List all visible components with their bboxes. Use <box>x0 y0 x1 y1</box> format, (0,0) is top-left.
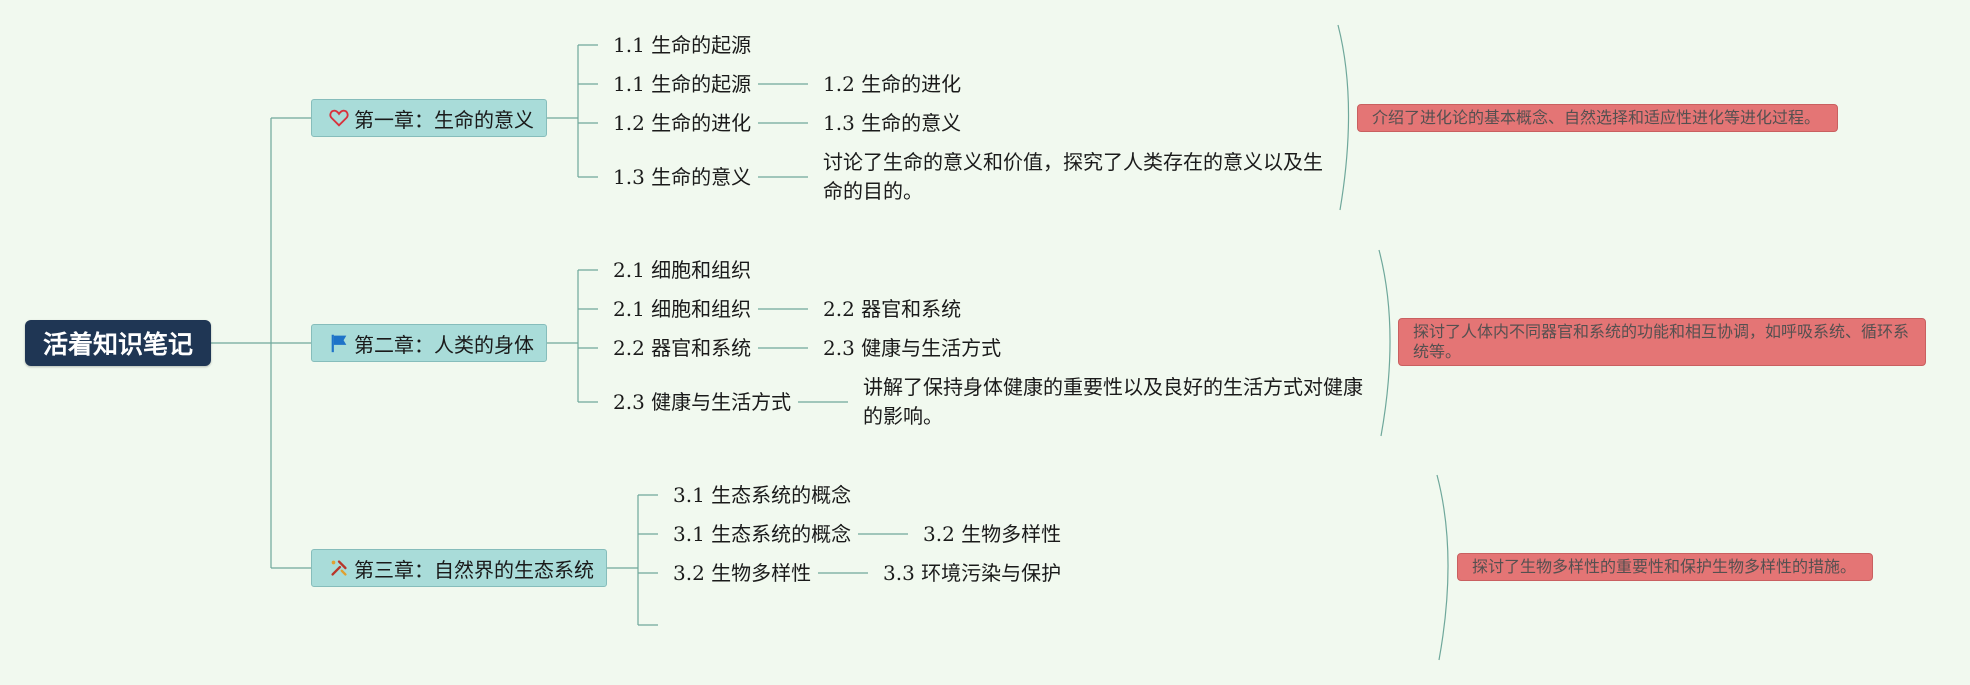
connector-ch1-children <box>758 83 808 178</box>
topic-2-4[interactable]: 2.3 健康与生活方式 <box>613 390 792 414</box>
summary-note-ch1[interactable]: 介绍了进化论的基本概念、自然选择和适应性进化等进化过程。 <box>1357 104 1838 132</box>
topic-3-1[interactable]: 3.1 生态系统的概念 <box>673 483 852 507</box>
subtopic-2-2[interactable]: 2.2 器官和系统 <box>823 297 962 321</box>
topic-3-2[interactable]: 3.1 生态系统的概念 <box>673 522 852 546</box>
tools-icon <box>328 557 350 579</box>
subtopic-1-2[interactable]: 1.2 生命的进化 <box>823 72 962 96</box>
summary-note-ch3[interactable]: 探讨了生物多样性的重要性和保护生物多样性的措施。 <box>1457 553 1873 581</box>
topic-2-1[interactable]: 2.1 细胞和组织 <box>613 258 752 282</box>
topic-2-3[interactable]: 2.2 器官和系统 <box>613 336 752 360</box>
connector-ch2-children <box>758 308 848 403</box>
topic-2-2[interactable]: 2.1 细胞和组织 <box>613 297 752 321</box>
subtopic-2-3[interactable]: 2.3 健康与生活方式 <box>823 336 1002 360</box>
chapter-3-label: 第三章：自然界的生态系统 <box>354 557 594 582</box>
topic-1-1[interactable]: 1.1 生命的起源 <box>613 33 752 57</box>
connector-ch3-topics <box>607 494 658 626</box>
subtopic-3-2[interactable]: 3.2 生物多样性 <box>923 522 1062 546</box>
connector-ch3-children <box>818 533 908 574</box>
summary-brace-ch1 <box>1337 24 1350 211</box>
subtopic-2-4-description[interactable]: 讲解了保持身体健康的重要性以及良好的生活方式对健康的影响。 <box>863 375 1363 428</box>
summary-brace-ch2 <box>1378 249 1391 437</box>
connector-ch1-topics <box>547 44 598 178</box>
chapter-3-node[interactable]: 第三章：自然界的生态系统 <box>311 549 607 587</box>
root-topic[interactable]: 活着知识笔记 <box>25 320 211 366</box>
chapter-2-node[interactable]: 第二章：人类的身体 <box>311 324 547 362</box>
summary-note-ch2[interactable]: 探讨了人体内不同器官和系统的功能和相互协调，如呼吸系统、循环系统等。 <box>1398 318 1926 366</box>
topic-3-3[interactable]: 3.2 生物多样性 <box>673 561 812 585</box>
topic-1-3[interactable]: 1.2 生命的进化 <box>613 111 752 135</box>
heart-icon <box>328 107 350 129</box>
subtopic-1-4-description[interactable]: 讨论了生命的意义和价值，探究了人类存在的意义以及生命的目的。 <box>823 150 1323 203</box>
chapter-1-node[interactable]: 第一章：生命的意义 <box>311 99 547 137</box>
flag-icon <box>328 332 350 354</box>
chapter-2-label: 第二章：人类的身体 <box>354 332 534 357</box>
connector-ch2-topics <box>547 269 598 403</box>
topic-1-4[interactable]: 1.3 生命的意义 <box>613 165 752 189</box>
summary-brace-ch3 <box>1436 474 1449 661</box>
topic-1-2[interactable]: 1.1 生命的起源 <box>613 72 752 96</box>
subtopic-1-3[interactable]: 1.3 生命的意义 <box>823 111 962 135</box>
subtopic-3-3[interactable]: 3.3 环境污染与保护 <box>883 561 1062 585</box>
chapter-1-label: 第一章：生命的意义 <box>354 107 534 132</box>
